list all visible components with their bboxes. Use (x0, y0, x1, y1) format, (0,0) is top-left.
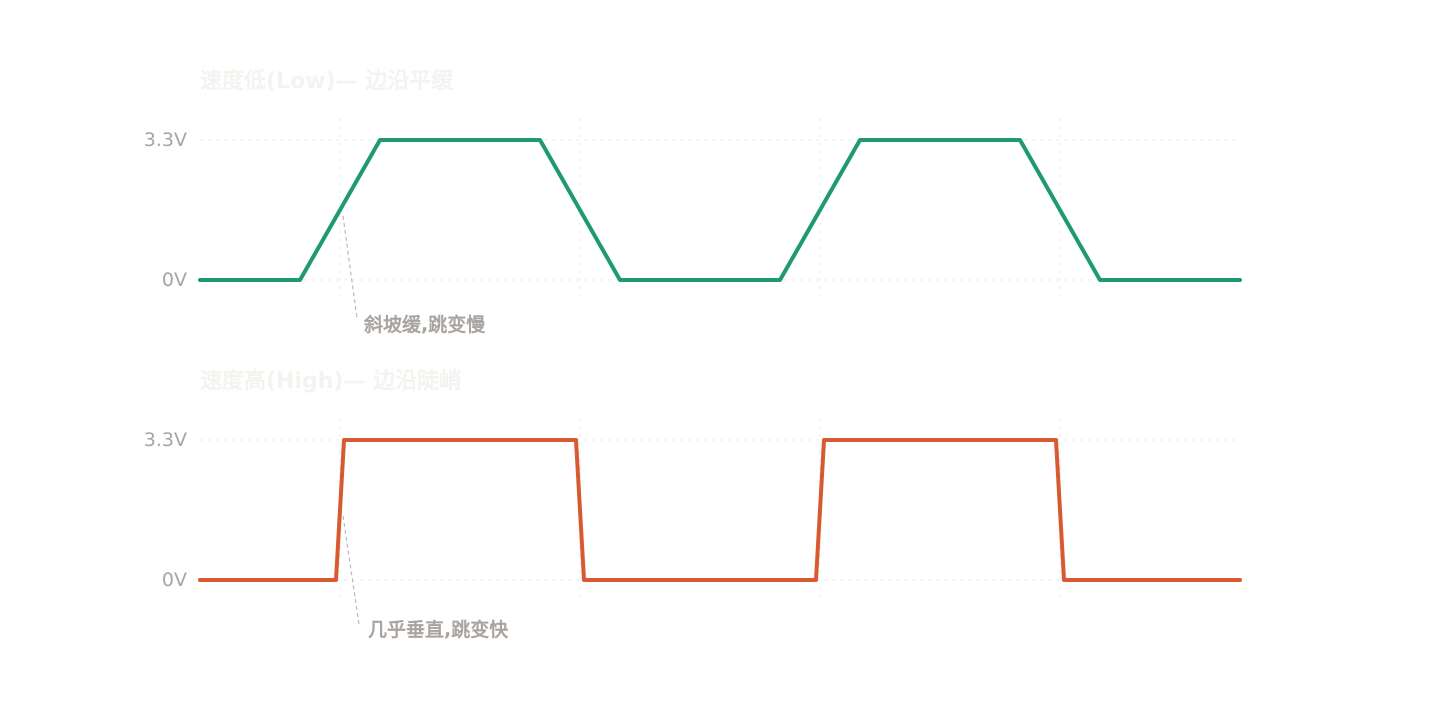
high-speed-annotation: 几乎垂直,跳变快 (368, 618, 509, 641)
panel-low-speed-title: 速度低(Low)— 边沿平缓 (200, 68, 454, 94)
panel-low-speed: 速度低(Low)— 边沿平缓 3.3V 0V 斜坡缓,跳变慢 (144, 68, 1242, 336)
panel-high-speed-high-label: 3.3V (144, 429, 187, 451)
low-speed-annotation-leader (342, 215, 358, 319)
panel-low-speed-high-label: 3.3V (144, 129, 187, 151)
high-speed-waveform (198, 438, 1242, 582)
low-speed-waveform (198, 138, 1242, 282)
panel-low-speed-low-label: 0V (162, 269, 187, 291)
grid-layer (200, 118, 1240, 600)
low-speed-annotation: 斜坡缓,跳变慢 (363, 313, 486, 336)
panel-high-speed-title: 速度高(High)— 边沿陡峭 (200, 368, 461, 394)
panel-high-speed: 速度高(High)— 边沿陡峭 3.3V 0V 几乎垂直,跳变快 (144, 368, 1242, 641)
panel-high-speed-low-label: 0V (162, 569, 187, 591)
high-speed-annotation-leader (342, 515, 360, 625)
